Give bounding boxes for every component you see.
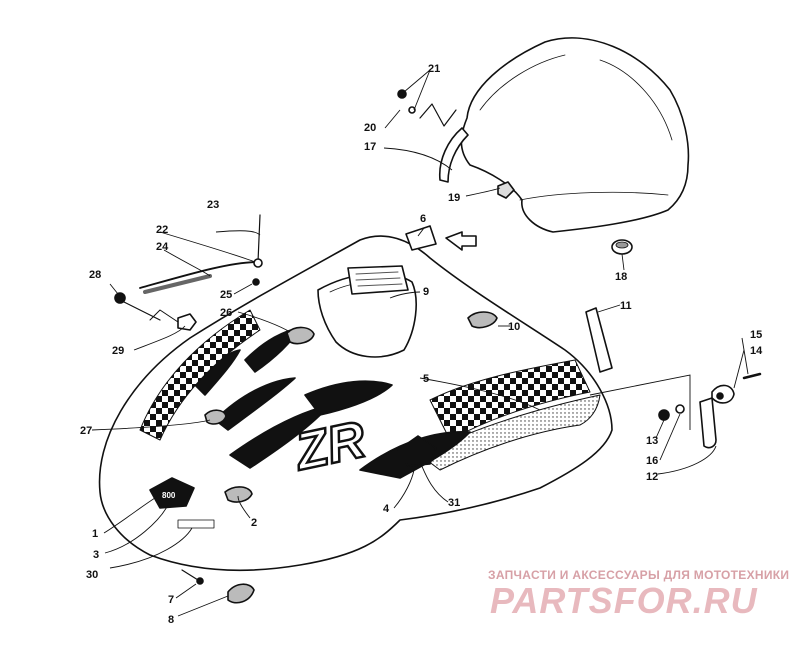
bolt-28 bbox=[114, 292, 161, 321]
callout-1: 1 bbox=[92, 528, 98, 540]
spring-24 bbox=[143, 274, 212, 294]
watermark-logo: PARTSFOR.RU bbox=[490, 580, 758, 621]
decal-2 bbox=[224, 486, 253, 503]
rivet-7 bbox=[181, 569, 204, 585]
emblem-plate bbox=[149, 477, 195, 509]
callout-22: 22 bbox=[156, 224, 168, 236]
callout-17: 17 bbox=[364, 141, 376, 153]
side-window-31 bbox=[397, 435, 437, 467]
callout-26: 26 bbox=[220, 307, 232, 319]
callout-9: 9 bbox=[423, 286, 429, 298]
callout-24: 24 bbox=[156, 241, 169, 253]
decal-27 bbox=[204, 409, 227, 425]
decal-sheet-9 bbox=[347, 265, 409, 295]
hinge-linkage bbox=[658, 372, 762, 449]
callout-19: 19 bbox=[448, 192, 460, 204]
callout-18: 18 bbox=[615, 271, 627, 283]
callout-14: 14 bbox=[750, 345, 763, 357]
callout-20: 20 bbox=[364, 122, 376, 134]
callout-23: 23 bbox=[207, 199, 219, 211]
callout-12: 12 bbox=[646, 471, 658, 483]
decal-26 bbox=[286, 326, 315, 345]
callout-11: 11 bbox=[620, 300, 632, 312]
break-line bbox=[419, 103, 457, 127]
emblem-text: 800 bbox=[162, 491, 176, 500]
callout-2: 2 bbox=[251, 517, 257, 529]
windshield bbox=[460, 37, 690, 233]
callout-28: 28 bbox=[89, 269, 101, 281]
windshield-bracket bbox=[438, 127, 469, 183]
direction-arrow bbox=[445, 231, 477, 251]
callout-6: 6 bbox=[420, 213, 426, 225]
decal-6 bbox=[405, 225, 437, 251]
washer-25 bbox=[252, 278, 260, 286]
leader-lines bbox=[91, 69, 749, 617]
rod-23 bbox=[257, 214, 261, 263]
callout-29: 29 bbox=[112, 345, 124, 357]
cap-8 bbox=[227, 583, 255, 604]
callout-31: 31 bbox=[448, 497, 460, 509]
callout-4: 4 bbox=[383, 503, 390, 515]
callout-8: 8 bbox=[168, 614, 174, 626]
callout-27: 27 bbox=[80, 425, 92, 437]
callout-25: 25 bbox=[220, 289, 232, 301]
watermark-tagline: ЗАПЧАСТИ И АКСЕССУАРЫ ДЛЯ МОТОТЕХНИКИ bbox=[488, 568, 790, 582]
callout-13: 13 bbox=[646, 435, 658, 447]
nut-29 bbox=[177, 313, 197, 331]
callout-16: 16 bbox=[646, 455, 658, 467]
callout-30: 30 bbox=[86, 569, 98, 581]
callout-numbers: 1 2 3 4 5 6 7 8 9 10 11 12 13 14 15 16 1… bbox=[80, 63, 763, 626]
decal-10 bbox=[467, 311, 498, 329]
nut-19 bbox=[497, 181, 515, 199]
hood bbox=[98, 235, 613, 571]
callout-7: 7 bbox=[168, 594, 174, 606]
callout-3: 3 bbox=[93, 549, 99, 561]
callout-10: 10 bbox=[508, 321, 520, 333]
callout-21: 21 bbox=[428, 63, 440, 75]
screw-20 bbox=[397, 89, 416, 114]
callout-5: 5 bbox=[423, 373, 429, 385]
decal-30 bbox=[177, 519, 215, 529]
callout-15: 15 bbox=[750, 329, 762, 341]
decal-11 bbox=[585, 307, 613, 373]
cable-22 bbox=[139, 261, 259, 289]
washer-25a bbox=[253, 258, 263, 268]
